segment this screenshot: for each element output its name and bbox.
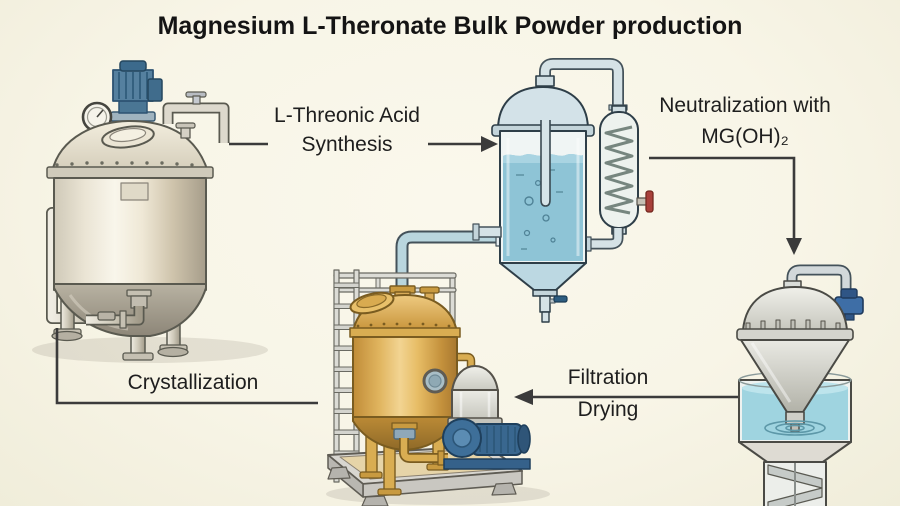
label-synthesis-line1: L-Threonic Acid <box>274 104 420 127</box>
manhole-lid <box>101 125 155 149</box>
synthesis-arrow <box>229 136 498 152</box>
reactor-outlet-pipe <box>162 91 230 143</box>
buffer-tank-illustration <box>447 365 503 426</box>
condenser-coil <box>604 125 634 215</box>
neutralization-arrow <box>649 156 802 255</box>
crystallizer-unit-illustration <box>327 269 531 506</box>
circulation-pump-illustration <box>442 418 531 470</box>
stirred-tank-reactor-illustration <box>46 60 230 361</box>
glass-reaction-column-illustration <box>395 58 654 323</box>
filtration-arrow <box>514 389 746 405</box>
label-neutralization-line2: MG(OH)₂ <box>701 125 789 148</box>
liquid-ripples <box>764 420 826 436</box>
blue-drain-valve <box>549 295 568 304</box>
red-valve <box>636 190 654 213</box>
label-crystallization: Crystallization <box>127 371 259 394</box>
crystallization-line <box>55 328 318 405</box>
label-filtration-line2: Drying <box>577 398 639 421</box>
diagram-title: Magnesium L-Theronate Bulk Powder produc… <box>157 12 743 40</box>
label-synthesis-line2: Synthesis <box>301 133 393 156</box>
screw-conveyor-illustration <box>763 461 827 506</box>
label-neutralization-line1: Neutralization with <box>659 94 831 117</box>
sight-glass <box>422 368 448 394</box>
crystallizer-manhole-lid <box>349 291 395 315</box>
coil-condenser-illustration <box>584 105 654 252</box>
filter-dryer-vessel-illustration <box>736 264 864 506</box>
bottom-outlet-valve <box>86 289 152 329</box>
column-liquid <box>503 154 583 261</box>
label-filtration-line1: Filtration <box>567 366 649 389</box>
crystallizer-tank-illustration <box>349 285 461 496</box>
